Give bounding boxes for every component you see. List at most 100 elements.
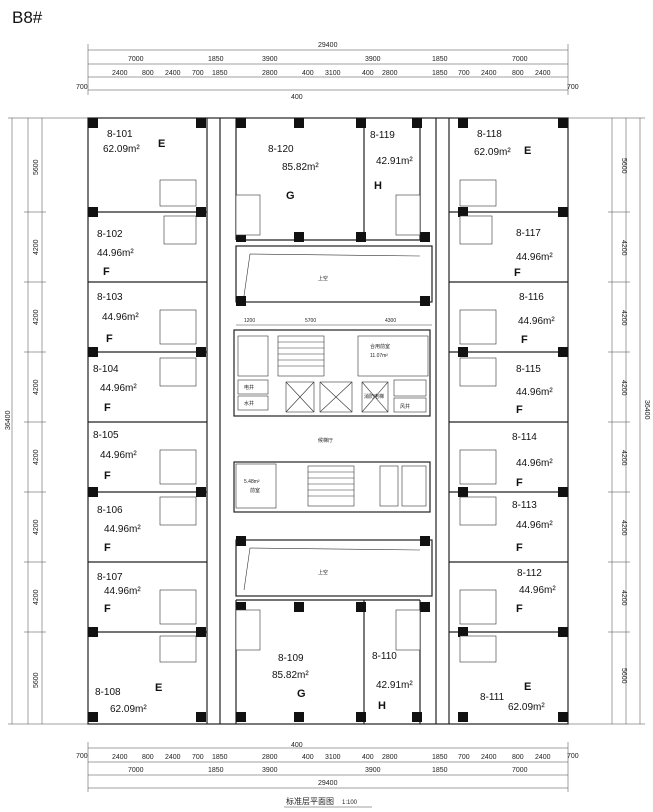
unit-type: F: [104, 603, 111, 615]
dim-sub-6: 2800: [262, 70, 278, 77]
right-dimensions: 36400 5600 4200 4200 4200 4200 4200 4200…: [568, 117, 650, 725]
unit-area: 44.96m²: [516, 252, 553, 263]
unit-id: 8-105: [93, 430, 119, 441]
dim-edge-left-bottom: 700: [76, 753, 88, 760]
unit-area: 85.82m²: [272, 670, 309, 681]
dim-bsub-2: 800: [142, 754, 154, 761]
building-title: B8#: [12, 8, 43, 27]
core-small-room-area: 5.48m²: [244, 479, 260, 485]
unit-8-102: 8-102 44.96m² F: [97, 229, 134, 278]
unit-id: 8-102: [97, 229, 123, 240]
unit-area: 44.96m²: [104, 586, 141, 597]
unit-id: 8-104: [93, 364, 119, 375]
dim-edge-right-bottom: 700: [567, 753, 579, 760]
left-bathrooms: [159, 179, 261, 663]
dim-bsub-15: 2400: [535, 754, 551, 761]
unit-area: 62.09m²: [103, 144, 140, 155]
dim-btop-4: 3900: [365, 767, 381, 774]
dim-bsub-14: 800: [512, 754, 524, 761]
core-dim-3: 4300: [385, 318, 396, 324]
dim-right-2: 4200: [620, 240, 627, 256]
core-lobby: 候梯厅: [318, 437, 333, 444]
unit-area: 42.91m²: [376, 680, 413, 691]
dim-bsub-4: 700: [192, 754, 204, 761]
dim-btop-6: 7000: [512, 767, 528, 774]
dim-btop-2: 1850: [208, 767, 224, 774]
unit-id: 8-111: [480, 692, 505, 703]
unit-type: E: [155, 682, 162, 694]
dim-left-6: 4200: [33, 519, 40, 535]
unit-type: F: [106, 333, 113, 345]
dim-left-3: 4200: [33, 309, 40, 325]
unit-id: 8-115: [516, 364, 541, 375]
core-well-a: 电井: [244, 384, 254, 391]
dim-edge-left-top: 700: [76, 84, 88, 91]
dim-left-7: 4200: [33, 589, 40, 605]
unit-type: F: [514, 267, 521, 279]
dim-left-5: 4200: [33, 449, 40, 465]
core-well-b: 水井: [244, 400, 254, 407]
bottom-dimensions: 400 700 700 2400 800 2400 700 1850 2800 …: [76, 742, 579, 792]
left-dimensions: 36400 5600 4200 4200 4200 4200 4200 4200…: [5, 117, 88, 725]
dim-sub-9: 400: [362, 70, 374, 77]
unit-area: 44.96m²: [519, 585, 556, 596]
unit-id: 8-120: [268, 144, 294, 155]
dim-bsub-7: 400: [302, 754, 314, 761]
dim-bsub-9: 400: [362, 754, 374, 761]
dim-bsub-11: 1850: [432, 754, 448, 761]
outer-walls: [87, 117, 569, 725]
dim-left-2: 4200: [33, 239, 40, 255]
unit-id: 8-103: [97, 292, 123, 303]
unit-area: 44.96m²: [97, 248, 134, 259]
dim-btop-1: 7000: [128, 767, 144, 774]
dim-side-right-total: 36400: [643, 400, 650, 420]
unit-type: E: [158, 138, 165, 150]
dim-sub-7: 400: [302, 70, 314, 77]
unit-area: 44.96m²: [516, 387, 553, 398]
unit-area: 62.09m²: [508, 702, 545, 713]
unit-id: 8-110: [372, 651, 397, 662]
unit-type: G: [286, 190, 295, 202]
dim-edge-right-top: 700: [567, 84, 579, 91]
dim-overall-top: 29400: [318, 42, 338, 49]
unit-area: 44.96m²: [100, 383, 137, 394]
unit-type: F: [521, 334, 528, 346]
dim-side-left-total: 36400: [5, 410, 12, 430]
dim-sub-15: 2400: [535, 70, 551, 77]
unit-area: 85.82m²: [282, 162, 319, 173]
dim-sub-10: 2800: [382, 70, 398, 77]
dim-bsub-5: 1850: [212, 754, 228, 761]
dim-bsub-10: 2800: [382, 754, 398, 761]
unit-8-101: 8-101 62.09m² E: [103, 129, 165, 155]
unit-area: 44.96m²: [516, 458, 553, 469]
dim-top-6: 7000: [512, 56, 528, 63]
unit-area: 44.96m²: [102, 312, 139, 323]
unit-8-115: 8-115 44.96m² F: [516, 364, 553, 416]
unit-8-113: 8-113 44.96m² F: [512, 500, 553, 554]
core-meeting-room: 合用前室: [370, 343, 390, 350]
dim-bsub-13: 2400: [481, 754, 497, 761]
dim-right-4: 4200: [620, 380, 627, 396]
unit-type: H: [378, 700, 386, 712]
unit-8-112: 8-112 44.96m² F: [516, 568, 556, 615]
unit-type: G: [297, 688, 306, 700]
unit-type: F: [104, 542, 111, 554]
unit-id: 8-116: [519, 292, 544, 303]
unit-type: E: [524, 681, 531, 693]
dim-btop-5: 1850: [432, 767, 448, 774]
unit-area: 44.96m²: [518, 316, 555, 327]
unit-8-119: 8-119 42.91m² H: [370, 130, 413, 192]
dim-sub-12: 700: [458, 70, 470, 77]
unit-type: F: [104, 470, 111, 482]
unit-type: E: [524, 145, 531, 157]
dim-right-1: 5600: [620, 158, 627, 174]
dim-right-8: 5600: [620, 668, 627, 684]
unit-area: 44.96m²: [516, 520, 553, 531]
dim-top-2: 1850: [208, 56, 224, 63]
dim-left-8: 5600: [33, 672, 40, 688]
unit-id: 8-119: [370, 130, 395, 141]
unit-8-110: 8-110 42.91m² H: [372, 651, 413, 712]
unit-8-111: 8-111 62.09m² E: [480, 681, 545, 713]
dim-sub-4: 700: [192, 70, 204, 77]
